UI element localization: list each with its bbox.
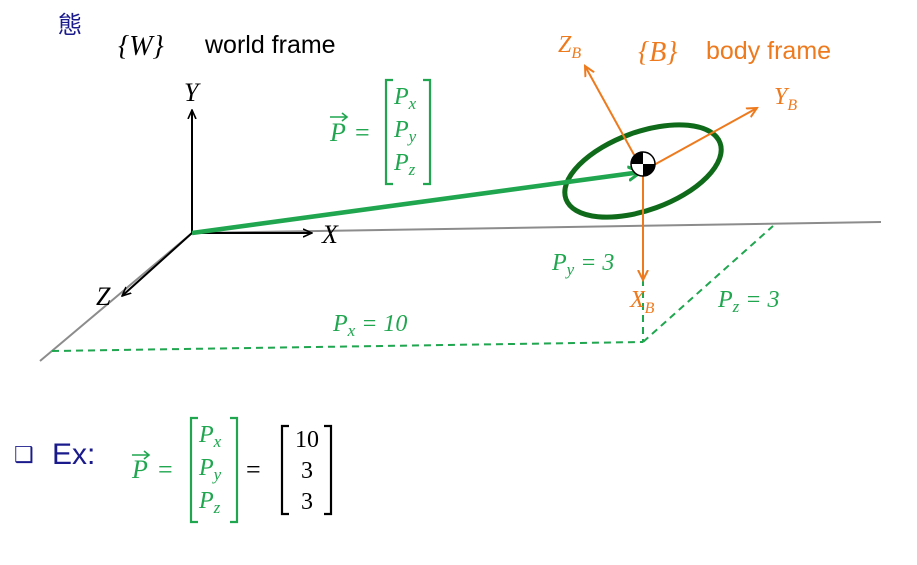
vector-equals: = [355, 118, 370, 147]
world-x-label: X [321, 220, 339, 249]
vector-overarrow-icon [330, 112, 349, 122]
vector-component-z: Pz [393, 150, 416, 179]
example-component-z: Pz [198, 488, 221, 517]
world-frame-symbol: {W} [118, 31, 164, 62]
px-dashed-line [51, 341, 644, 352]
pz-label: Pz= 3 [717, 287, 780, 316]
vector-definition: P = Px Py Pz [329, 78, 432, 186]
example-equals-1: = [158, 455, 173, 484]
body-z-axis [585, 66, 644, 172]
right-bracket [423, 78, 432, 186]
body-z-label: ZB [558, 32, 581, 62]
example-bullet-icon: ❑ [14, 442, 34, 467]
position-vector-arrow [191, 172, 641, 236]
world-z-label: Z [96, 282, 111, 311]
body-x-label: XB [629, 287, 655, 317]
ground-line-left [39, 232, 193, 362]
ground-line-back [191, 221, 882, 234]
title-glyph: 態 [58, 12, 82, 39]
world-frame-label: world frame [204, 31, 336, 59]
example-overarrow-icon [132, 450, 151, 460]
result-value-x: 10 [295, 427, 319, 453]
example-component-x: Px [198, 422, 222, 451]
example-label: Ex: [52, 438, 95, 471]
example-result: = 10 3 3 [246, 424, 333, 516]
vector-p-symbol: P [329, 118, 346, 147]
result-value-z: 3 [301, 489, 313, 515]
body-frame-label: body frame [706, 37, 831, 65]
result-left-bracket [280, 424, 289, 516]
body-frame-symbol: {B} [638, 37, 678, 68]
example-component-y: Py [198, 455, 222, 484]
body-y-axis [642, 108, 757, 172]
left-bracket [384, 78, 393, 186]
example-equation: P = Px Py Pz [131, 416, 239, 524]
world-y-label: Y [184, 78, 201, 107]
example-left-bracket [189, 416, 198, 524]
body-ellipse [562, 122, 724, 220]
py-label: Py= 3 [551, 250, 614, 279]
center-of-mass-icon [630, 151, 656, 177]
body-y-label: YB [774, 84, 797, 114]
result-value-y: 3 [301, 458, 313, 484]
example-equals-2: = [246, 455, 261, 484]
px-label: Px= 10 [332, 311, 407, 340]
result-right-bracket [324, 424, 333, 516]
example-right-bracket [230, 416, 239, 524]
vector-component-x: Px [393, 84, 417, 113]
vector-component-y: Py [393, 117, 417, 146]
pz-dashed-line [642, 225, 774, 343]
example-vector-p: P [131, 455, 148, 484]
world-z-axis [122, 232, 193, 296]
